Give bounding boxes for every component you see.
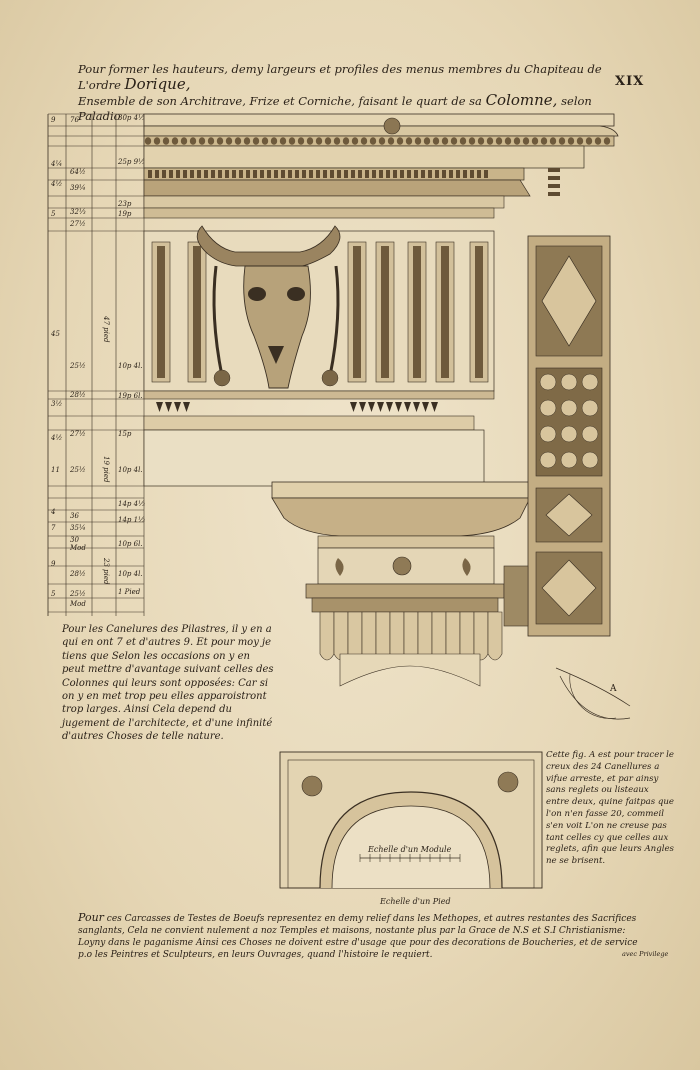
dimension-right-value: 15p: [118, 430, 132, 438]
module-scale: [359, 854, 461, 862]
figure-letter: A: [610, 684, 617, 694]
dimension-left-value: 4½: [50, 180, 62, 188]
dimension-left-value: 5: [51, 590, 56, 598]
pied-scale-label: Echelle d'un Pied: [380, 897, 451, 906]
dimension-rotated-label: 23 pied: [102, 557, 110, 585]
dimension-rotated-label: 19 pied: [102, 456, 110, 483]
dimension-left-value: 5: [51, 210, 56, 218]
lion-mask-ornament: [383, 117, 401, 135]
footer-text: ces Carcasses de Testes de Boeufs repres…: [78, 914, 638, 960]
dimension-left-value: 9: [51, 560, 56, 568]
dimension-left-value: 4½: [50, 434, 62, 442]
dimension-mod-label: Mod: [69, 600, 86, 608]
dimension-left-value: 45: [50, 330, 60, 338]
privilege-mark: avec Privilege: [622, 950, 669, 958]
dimension-right-value: 25p 9⅓: [117, 158, 145, 166]
dimension-right-value: 14p 1⅓: [118, 516, 145, 524]
title-line1-text: Pour former les hauteurs, demy largeurs …: [78, 62, 602, 92]
dimension-mid-value: 32⅓: [70, 208, 86, 216]
dimension-left-value: 9: [51, 116, 56, 124]
dimension-right-value: 30p 4⅓: [118, 114, 145, 122]
dimension-left-value: 4: [50, 508, 55, 516]
dimension-mid-value: 64½: [70, 168, 86, 176]
dimension-mid-value: 28½: [69, 391, 86, 399]
dimension-right-value: 19p: [118, 210, 132, 218]
plate-number: XIX: [615, 74, 645, 89]
cornice: [143, 113, 619, 219]
dimension-right-value: 10p 4l.: [118, 362, 143, 370]
title-line2-emphasis: Colomne,: [485, 91, 558, 109]
dimension-rotated-label: 47 pied: [102, 315, 110, 343]
pilaster-flute-note: Pour les Canelures des Pilastres, il y e…: [62, 624, 274, 743]
footer-lead: Pour: [78, 911, 104, 924]
footer-note: Pour ces Carcasses de Testes de Boeufs r…: [78, 912, 638, 961]
dimension-mid-value: 39¼: [70, 184, 86, 192]
dimension-right-value: 19p 6l.: [118, 392, 143, 400]
bucranium-ornament: [196, 225, 341, 389]
dimension-mid-value: 76: [70, 116, 79, 124]
doric-order-drawing: 76 64½ 39¼ 32⅓ 27½ 25½ 28½ 27½ 25½ 36 35¼ 30 28½ 25½ 3…: [47, 113, 631, 889]
dimension-mid-value: 25½: [69, 466, 86, 474]
title-line1-emphasis: Dorique,: [124, 75, 191, 93]
dimension-mid-value: 36: [70, 512, 79, 520]
dimension-right-value: 1 Pied: [118, 588, 141, 596]
frieze: [143, 225, 495, 412]
module-scale-label: Echelle d'un Module: [368, 845, 452, 854]
dimension-mid-value: 27½: [69, 430, 86, 438]
dimension-mid-value: 25½: [69, 590, 86, 598]
dimension-right-value: 23p: [117, 200, 132, 208]
dimension-right-value: 10p 4l.: [118, 466, 143, 474]
flute-construction-figure: [555, 667, 631, 720]
plate-title: Pour former les hauteurs, demy largeurs …: [78, 62, 638, 124]
soffit-panels: [503, 235, 611, 637]
figure-a-note: Cette fig. A est pour tracer le creux de…: [546, 750, 675, 867]
dimension-right-value: 10p 6l.: [118, 540, 143, 548]
dimension-left-value: 4¼: [50, 160, 62, 168]
dimension-column: 76 64½ 39¼ 32⅓ 27½ 25½ 28½ 27½ 25½ 36 35¼ 30 28½ 25½ 3…: [47, 113, 145, 616]
dimension-mod-label: Mod: [69, 544, 86, 552]
title-line2-text: Ensemble de son Architrave, Frize et Cor…: [78, 94, 482, 108]
doric-capital: [271, 481, 531, 687]
rosette-ornament: [392, 556, 412, 576]
dimension-mid-value: 25½: [69, 362, 86, 370]
dimension-mid-value: 28½: [69, 570, 86, 578]
architrave: [143, 415, 485, 487]
dimension-mid-value: 30: [70, 536, 79, 544]
dimension-left-value: 3½: [51, 400, 62, 408]
dimension-mid-value: 35¼: [70, 524, 86, 532]
dimension-right-value: 14p 4⅓: [118, 500, 145, 508]
arch-panel: [279, 751, 543, 889]
title-line2-end: selon Paladio: [78, 94, 592, 123]
dimension-left-value: 11: [51, 466, 60, 474]
dimension-right-value: 10p 4l.: [118, 570, 143, 578]
dimension-left-value: 7: [51, 524, 56, 532]
dimension-mid-value: 27½: [69, 220, 86, 228]
